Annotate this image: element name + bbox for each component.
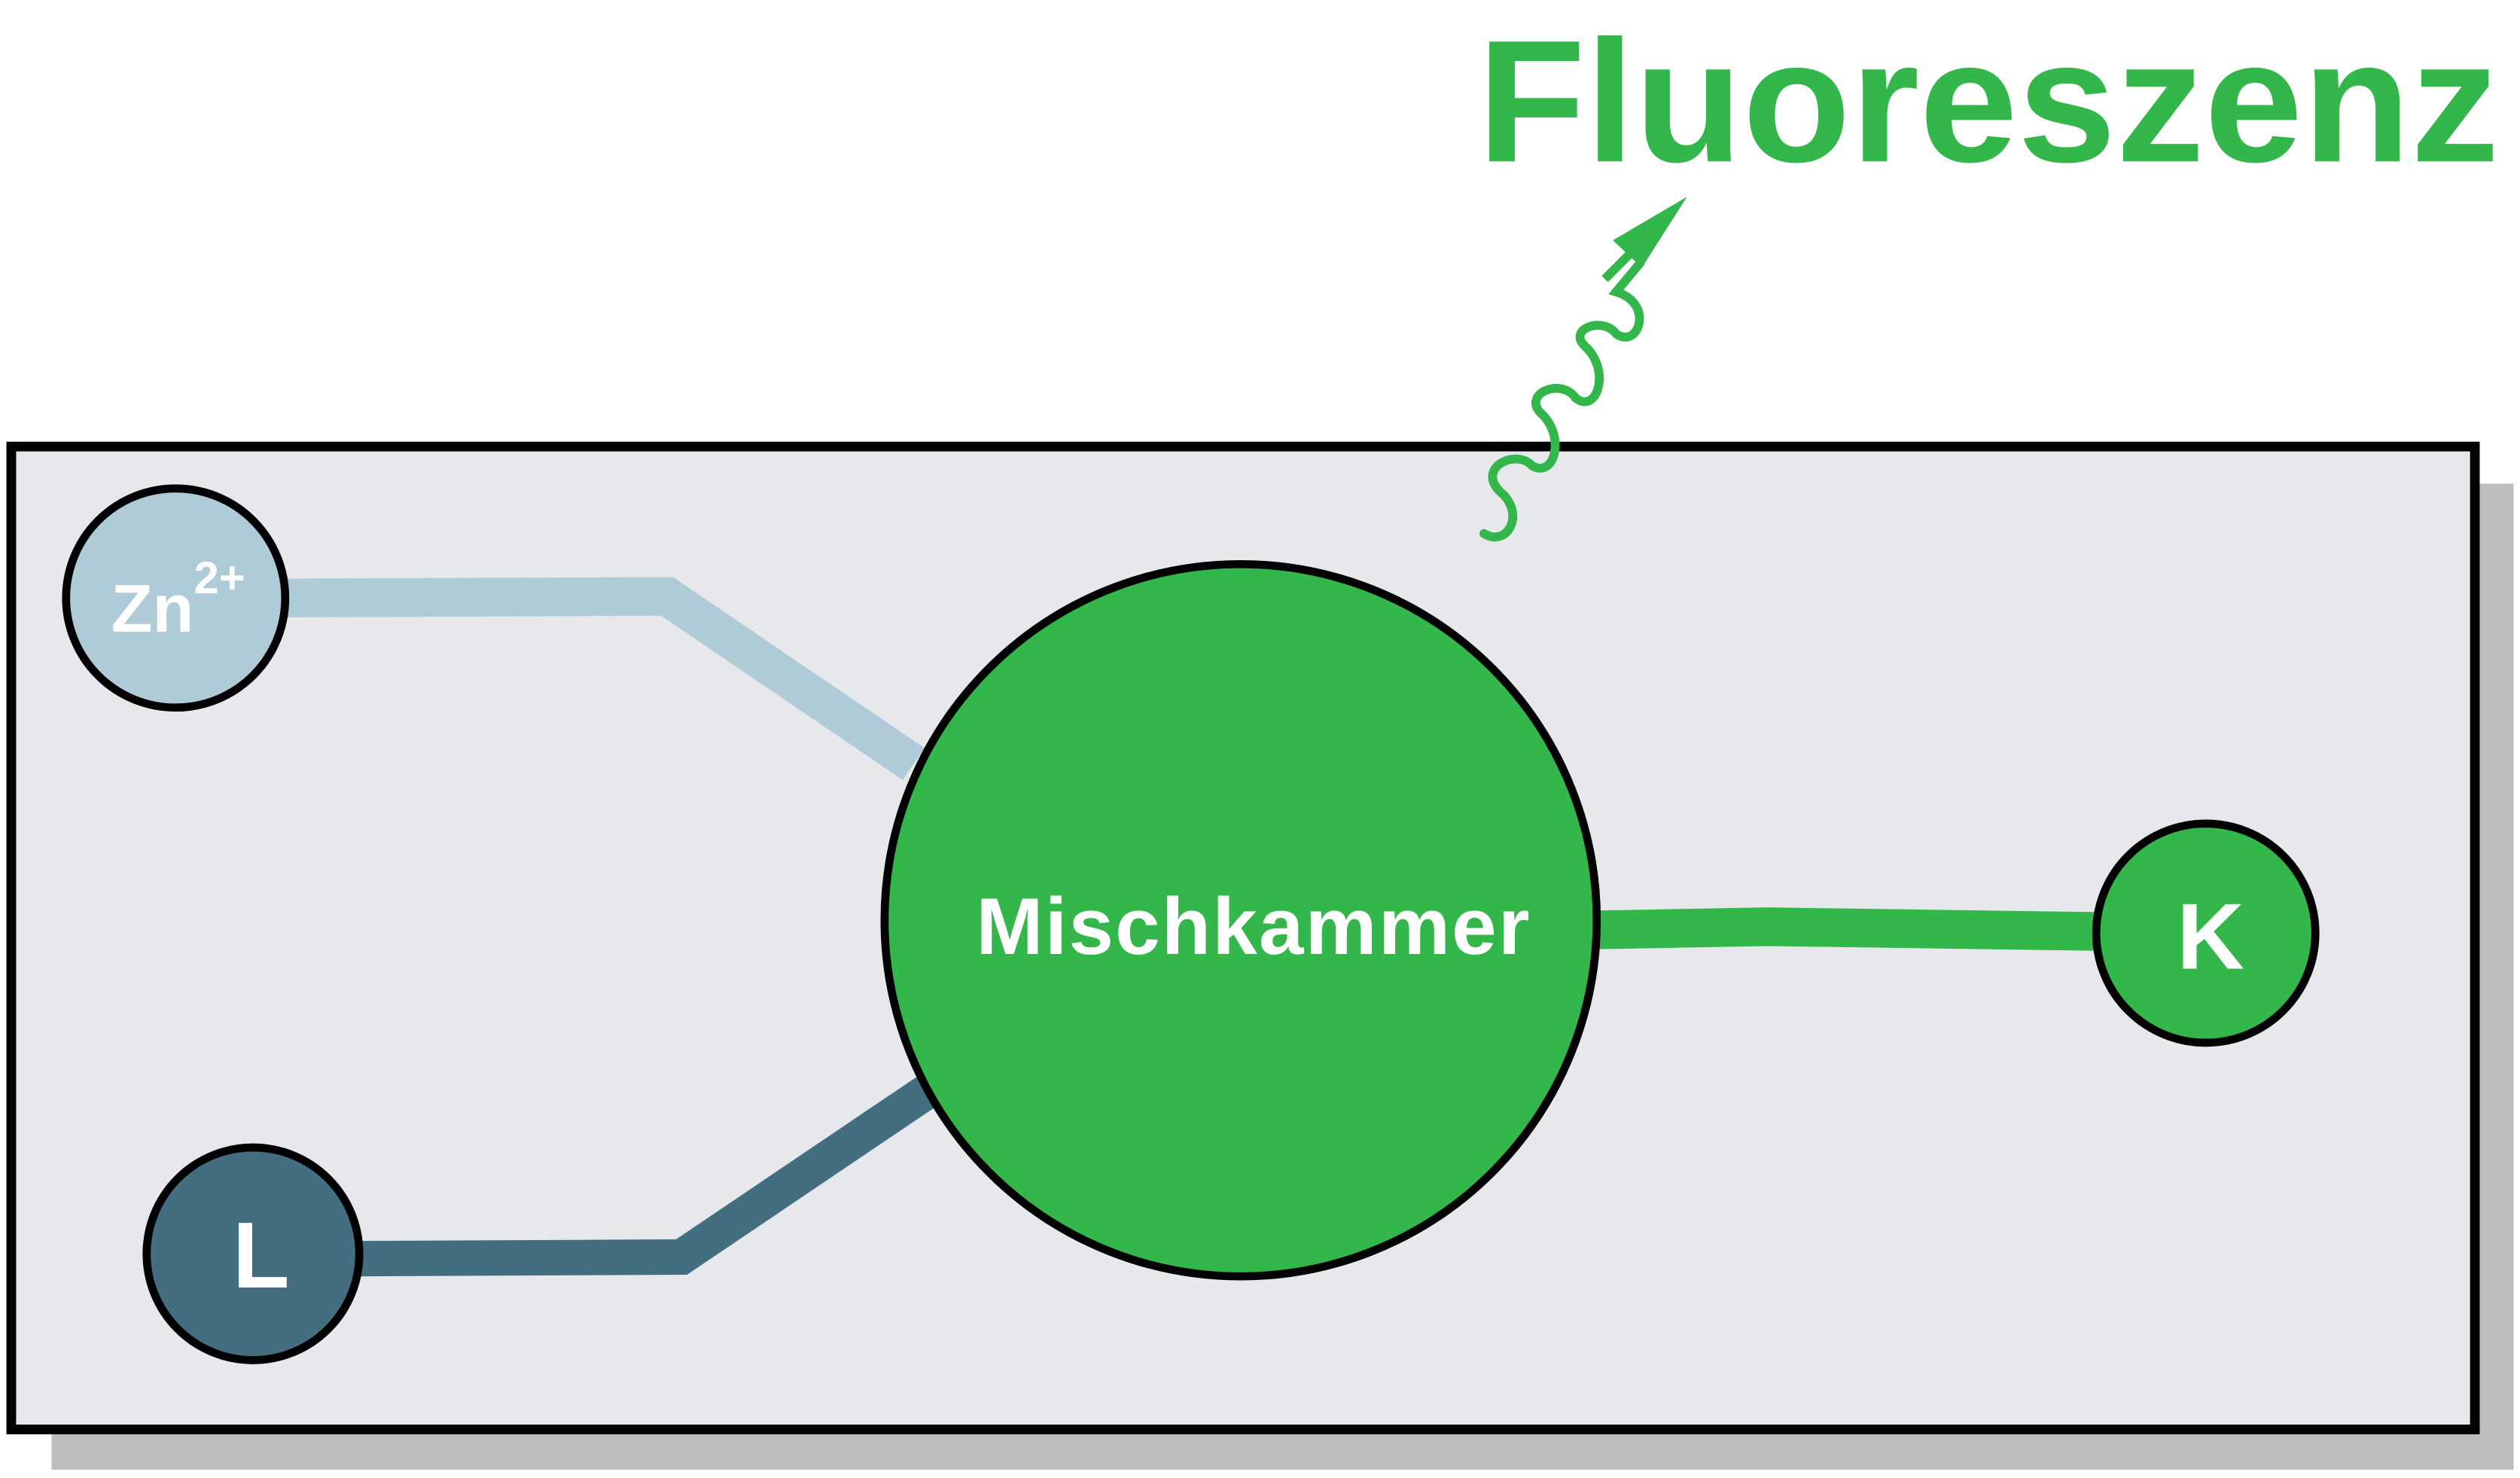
fluorescence-wave-icon [1479, 258, 1645, 541]
fluorescence-title: Fluoreszenz [1477, 4, 2499, 198]
ligand-reservoir [142, 1143, 364, 1364]
zinc-charge: 2+ [193, 553, 245, 603]
mixing-chamber-label: Mischkammer [976, 881, 1531, 971]
ligand-reservoir-label: L [233, 1204, 290, 1308]
output-channel [1591, 907, 2105, 951]
output-reservoir-label: K [2177, 885, 2244, 989]
zinc-channel [283, 577, 925, 780]
zinc-reservoir [62, 484, 290, 712]
zinc-symbol: Zn [111, 571, 194, 647]
fluorescence-arrowhead-icon [1613, 197, 1687, 268]
output-reservoir [2092, 819, 2320, 1047]
zinc-reservoir-label: Zn2+ [111, 553, 245, 647]
mixing-chamber [880, 559, 1601, 1281]
ligand-channel [361, 1074, 940, 1277]
